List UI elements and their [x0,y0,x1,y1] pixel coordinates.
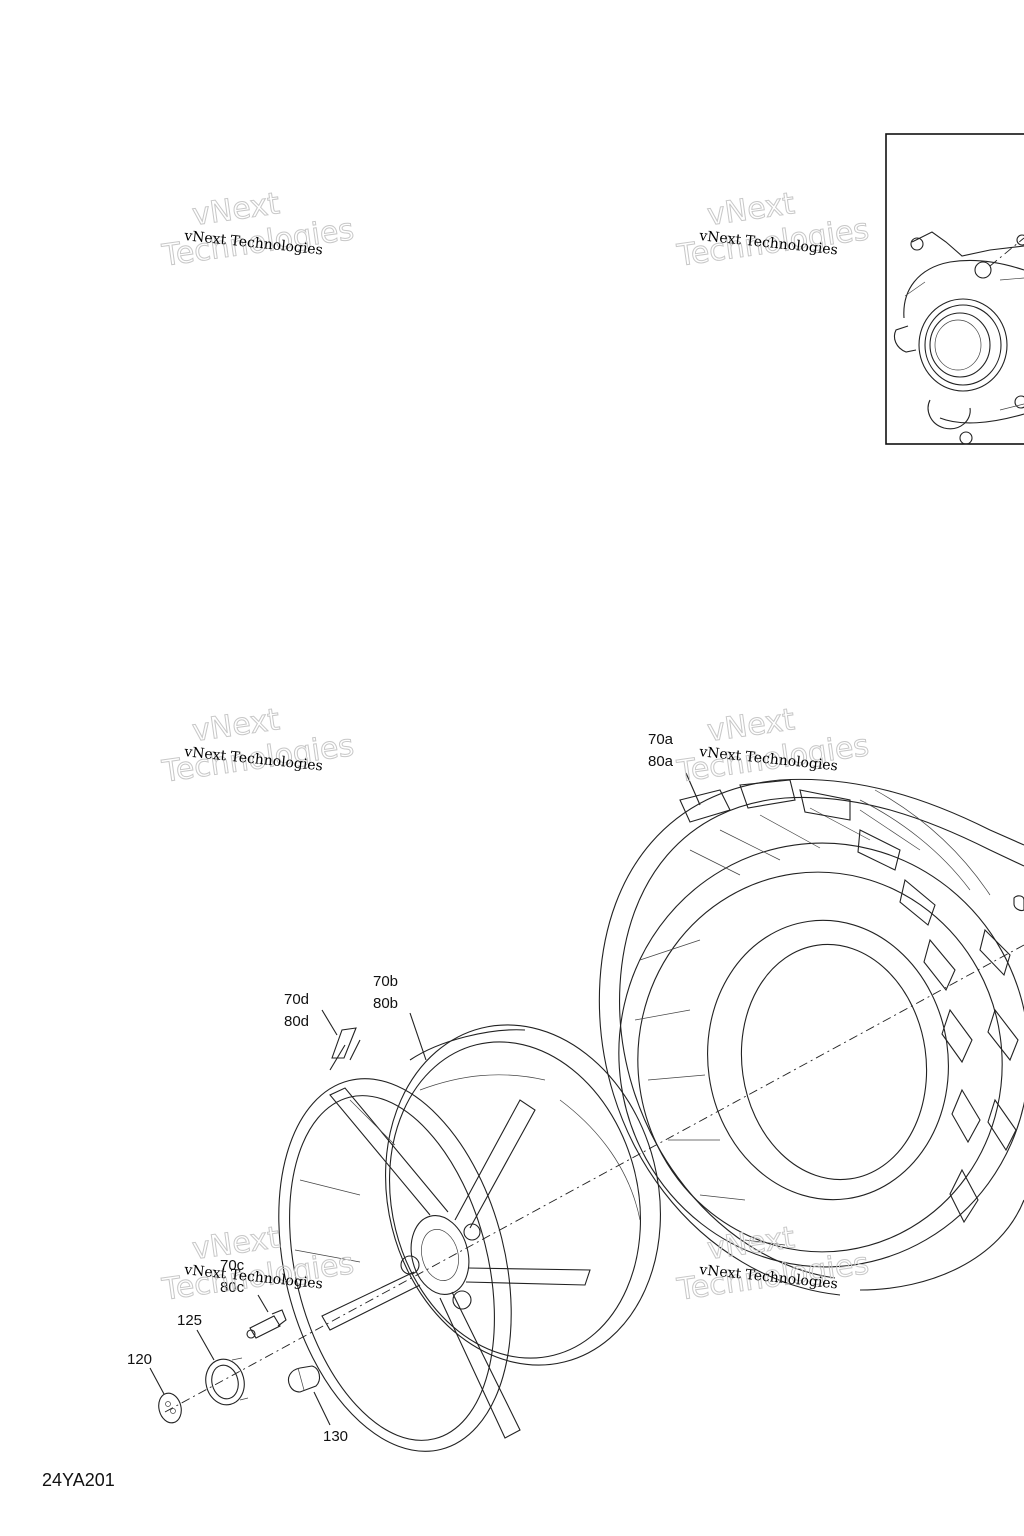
callout-80d: 80d [284,1013,309,1030]
figure-id: 24YA201 [42,1470,115,1490]
callout-80c: 80c [220,1279,245,1296]
lug-nut-130 [287,1365,321,1393]
callout-80b: 80b [373,995,398,1012]
callout-130: 130 [323,1428,348,1445]
watermark-bottom-right: vNext Technologies vNext Technologies [674,1220,872,1309]
callout-70b: 70b [373,973,398,990]
small-parts [158,1027,357,1424]
watermark-mid-right: vNext Technologies vNext Technologies [674,702,872,791]
valve-stem-70c [246,1309,287,1339]
leader-lines [149,772,701,1426]
callout-120: 120 [127,1351,152,1368]
callout-80a: 80a [648,753,674,770]
watermark-top-right: vNext Technologies vNext Technologies [674,186,872,275]
callout-70d: 70d [284,991,309,1008]
assembly-axis-line [164,944,1024,1413]
center-cap-120 [158,1392,182,1424]
watermark-mid-left: vNext Technologies vNext Technologies [159,702,357,791]
callout-70a: 70a [648,731,674,748]
tire-drawing [598,778,1024,1296]
callout-125: 125 [177,1312,202,1329]
wheel-weight-70d [331,1027,357,1059]
watermark-bottom-left: vNext Technologies vNext Technologies [159,1220,357,1309]
callout-labels: 70a 80a 70b 80b 70d 80d 70c 80c 125 120 … [127,731,674,1445]
wheel-rim-drawing [278,1024,661,1452]
hub-inset [885,133,1024,445]
callout-70c: 70c [220,1257,245,1274]
watermark-top-left: vNext Technologies vNext Technologies [159,186,357,275]
wheel-hub-drawing [893,231,1024,445]
center-cap-ring-125 [205,1357,249,1406]
